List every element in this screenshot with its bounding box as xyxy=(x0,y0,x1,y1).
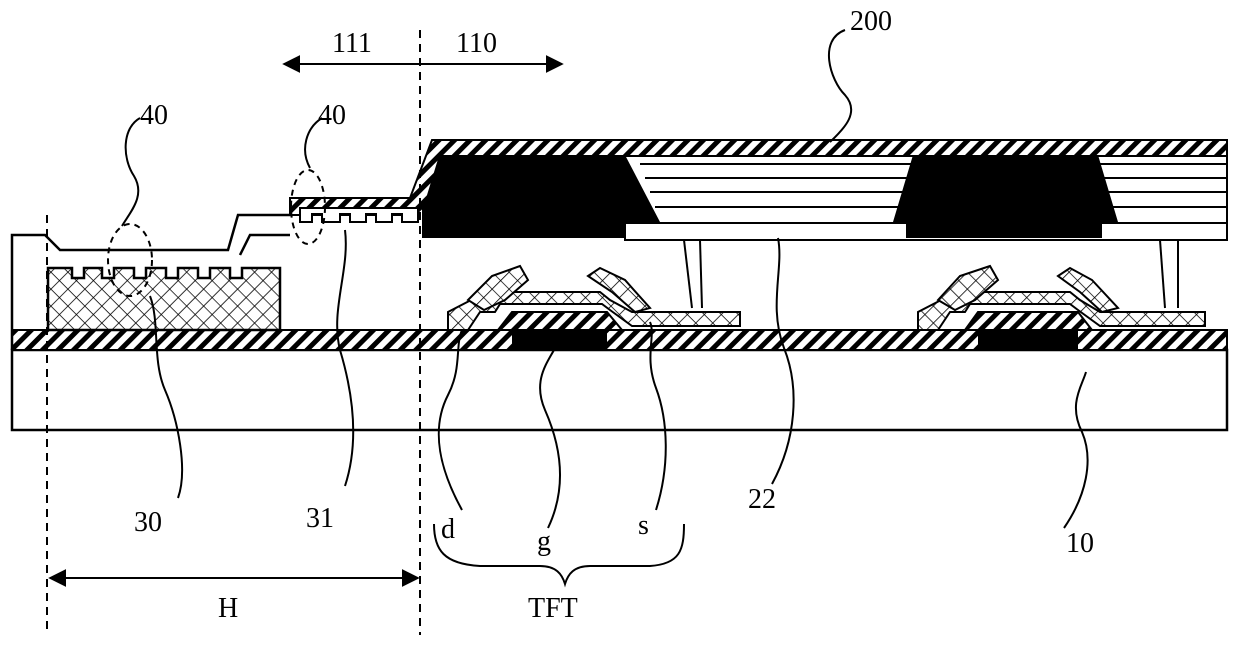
via-left-a xyxy=(684,240,692,308)
label-d: d xyxy=(441,514,455,545)
leader-40-left xyxy=(122,118,140,226)
label-110: 110 xyxy=(456,28,497,59)
label-30: 30 xyxy=(134,507,162,538)
substrate-layer xyxy=(12,350,1227,430)
label-g: g xyxy=(537,526,551,557)
gate-insulator-left xyxy=(498,312,622,330)
leader-200 xyxy=(829,30,851,142)
via-right-a xyxy=(1160,240,1165,308)
planarization-inner xyxy=(240,235,290,255)
pad-31-grooves xyxy=(300,208,418,222)
gate-insulator-right xyxy=(965,312,1092,330)
via-left-b xyxy=(700,240,702,308)
label-22: 22 xyxy=(748,484,776,515)
pad-30 xyxy=(48,268,280,330)
pixel-bank-right xyxy=(893,155,1118,238)
label-111: 111 xyxy=(332,28,372,59)
label-40-right: 40 xyxy=(318,100,346,131)
label-s: s xyxy=(638,510,649,541)
label-200: 200 xyxy=(850,6,892,37)
label-tft: TFT xyxy=(528,593,578,624)
label-31: 31 xyxy=(306,503,334,534)
label-40-left: 40 xyxy=(140,100,168,131)
label-h: H xyxy=(218,593,238,624)
gate-electrode-left xyxy=(512,330,607,350)
gate-electrode-right xyxy=(978,330,1078,350)
label-10: 10 xyxy=(1066,528,1094,559)
pixel-bank-left xyxy=(422,155,660,238)
